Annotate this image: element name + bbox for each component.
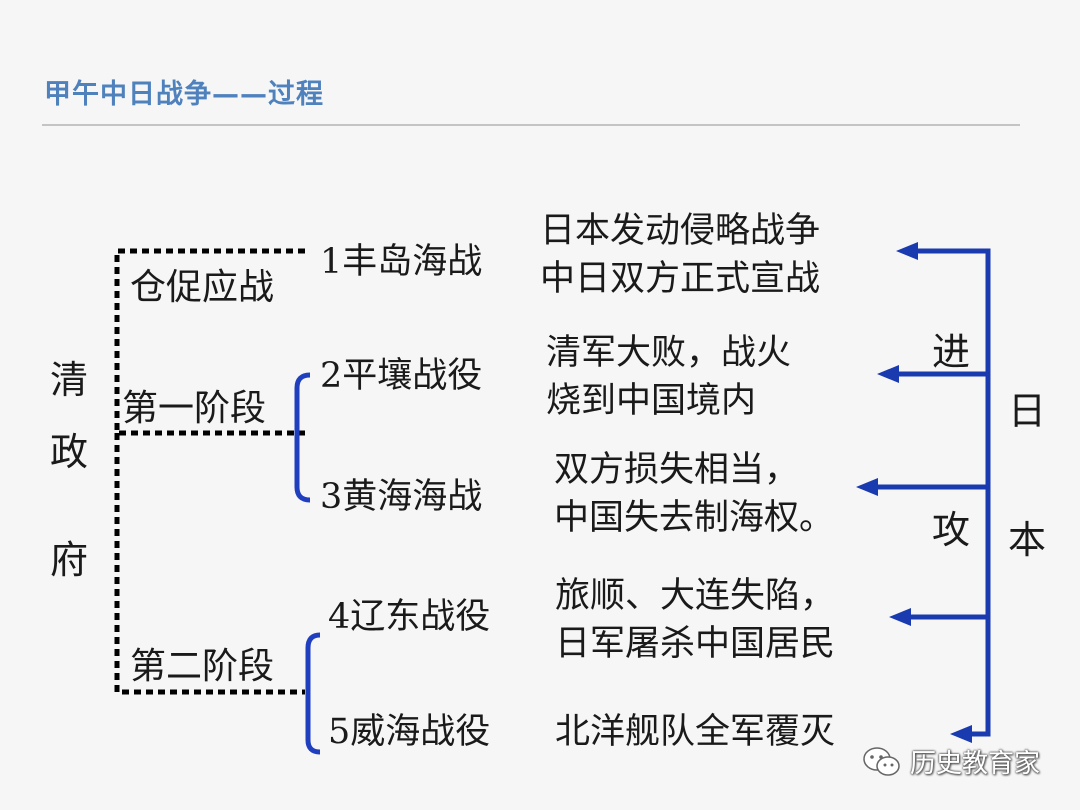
event-5-desc: 北洋舰队全军覆灭: [555, 708, 835, 756]
event-3-desc-line-1: 双方损失相当，: [554, 450, 800, 490]
arrowhead-1: [896, 242, 918, 260]
arrowhead-5: [950, 725, 972, 743]
dotted-box-first-stage: [114, 248, 305, 436]
event-5-desc-line-1: 北洋舰队全军覆灭: [555, 712, 836, 752]
page-title: 甲午中日战争——过程: [44, 79, 324, 110]
qing-char-1: 清: [50, 358, 89, 402]
qing-char-2: 政: [50, 430, 89, 474]
bracket-first-stage: [294, 372, 311, 503]
stage-hasty-label: 仓促应战: [130, 267, 275, 308]
arrowhead-2: [877, 365, 899, 383]
qing-char-3: 府: [50, 538, 89, 582]
dotted-line-second-stage: [114, 433, 305, 695]
event-4-desc-line-1: 旅顺、大连失陷，: [555, 576, 836, 616]
event-1-label: 1丰岛海战: [320, 242, 483, 282]
bracket-second-stage: [305, 632, 321, 755]
japan-char-2: 本: [1008, 518, 1047, 562]
event-2-label: 2平壤战役: [320, 356, 483, 396]
event-4-desc-line-2: 日军屠杀中国居民: [555, 624, 836, 664]
japan-char-1: 日: [1008, 389, 1047, 433]
event-4-desc: 旅顺、大连失陷， 日军屠杀中国居民: [555, 572, 835, 668]
event-2-desc: 清军大败，战火 烧到中国境内: [546, 329, 791, 425]
event-3-desc: 双方损失相当， 中国失去制海权。: [554, 446, 834, 542]
watermark: 历史教育家: [862, 743, 1040, 780]
attack-char-1: 进: [932, 330, 971, 374]
watermark-text: 历史教育家: [910, 749, 1041, 779]
event-2-desc-line-1: 清军大败，战火: [546, 333, 792, 373]
event-4-label: 4辽东战役: [328, 597, 491, 637]
event-1-desc-line-1: 日本发动侵略战争: [540, 211, 821, 251]
stage-first-label: 第一阶段: [122, 388, 267, 429]
arrowhead-4: [889, 608, 911, 626]
event-5-label: 5威海战役: [328, 712, 491, 752]
event-2-desc-line-2: 烧到中国境内: [546, 381, 757, 421]
attack-char-2: 攻: [932, 508, 971, 552]
event-1-desc: 日本发动侵略战争 中日双方正式宣战: [540, 207, 820, 303]
stage-second-label: 第二阶段: [130, 646, 275, 687]
title-divider: [42, 124, 1020, 126]
event-3-label: 3黄海海战: [320, 477, 483, 517]
arrowhead-3: [856, 478, 878, 496]
wechat-icon: [863, 746, 900, 776]
event-3-desc-line-2: 中国失去制海权。: [554, 498, 835, 538]
attack-trunk: [912, 248, 991, 737]
event-1-desc-line-2: 中日双方正式宣战: [540, 259, 821, 299]
